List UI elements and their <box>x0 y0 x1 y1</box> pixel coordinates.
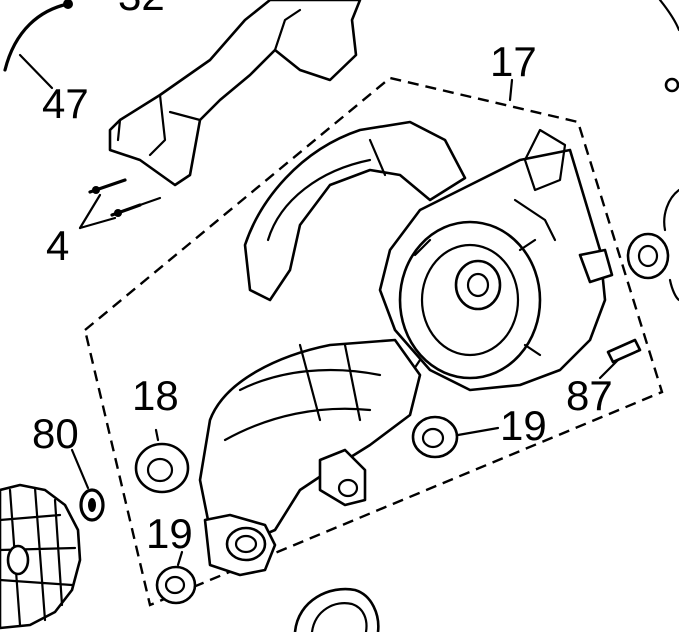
assembly-17-boundary <box>83 76 664 607</box>
callout-19-right: 19 <box>500 402 547 449</box>
upper-guard-bracket <box>108 0 362 187</box>
callout-32: 32 <box>118 0 165 19</box>
right-edge-arc <box>663 188 679 232</box>
pin-part-87 <box>598 338 642 380</box>
callout-18: 18 <box>132 372 179 419</box>
top-right-part-edge <box>658 0 679 32</box>
bevel-gear <box>0 483 82 630</box>
washer-part-80 <box>70 448 105 522</box>
top-right-small-hole <box>664 77 679 93</box>
cable-part-47 <box>3 0 73 90</box>
bearing-part-18 <box>134 428 190 494</box>
right-edge-arc-lower <box>668 278 679 302</box>
callout-87: 87 <box>566 372 613 419</box>
main-housing-assembly <box>198 120 614 577</box>
bearing-right-edge <box>626 232 670 280</box>
leader-17 <box>508 78 514 102</box>
bearing-part-19-left <box>155 550 197 605</box>
bottom-ring-inner <box>310 602 368 632</box>
callout-80: 80 <box>32 410 79 457</box>
bearing-part-19-right <box>411 415 500 459</box>
callout-4: 4 <box>46 222 69 269</box>
callout-47: 47 <box>42 80 89 127</box>
callout-17: 17 <box>490 38 537 85</box>
callout-19-left: 19 <box>146 510 193 557</box>
screws-part-4 <box>78 178 162 230</box>
